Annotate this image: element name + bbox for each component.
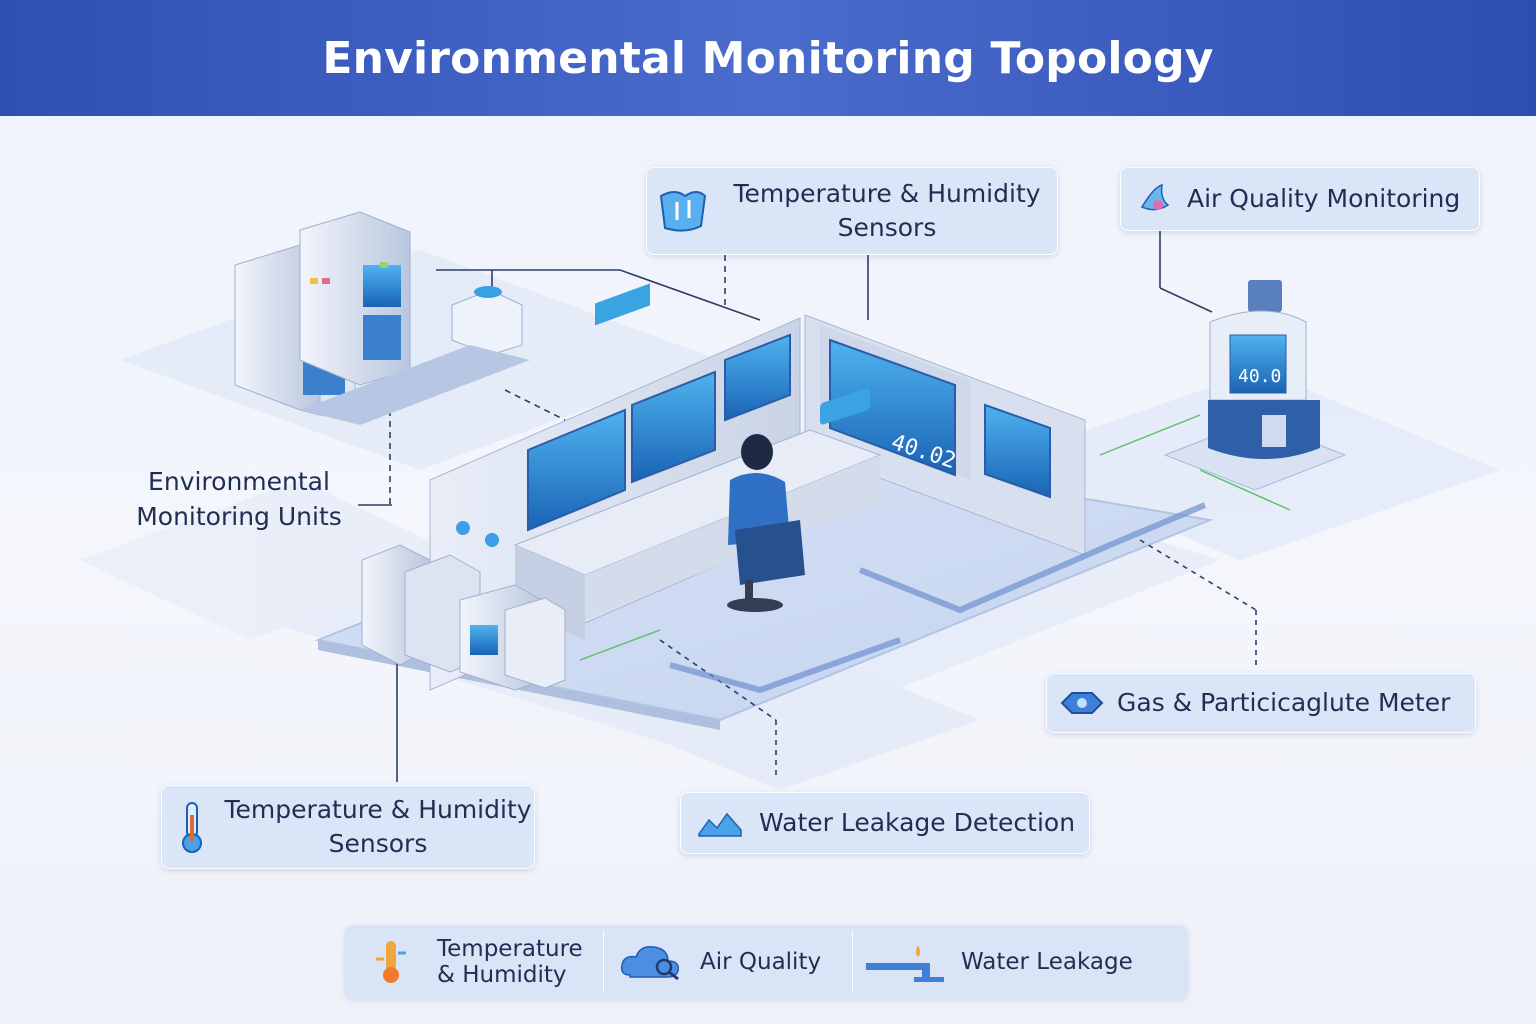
tower-screen-readout: 40.0 <box>1238 366 1281 387</box>
gas-meter-label: Gas & Particicaglute Meter <box>1117 688 1451 717</box>
temp-bottom-line2: Sensors <box>328 829 428 858</box>
callout-water-leakage: Water Leakage Detection <box>680 792 1090 854</box>
operator-figure <box>727 434 805 612</box>
sensor-equipment-racks <box>361 521 566 691</box>
topology-illustration: 40.02 40.0 <box>80 211 1500 790</box>
gas-sensor-icon <box>1047 688 1117 718</box>
floor-pipes <box>669 502 1207 694</box>
water-leakage-label: Water Leakage Detection <box>759 808 1076 837</box>
legend-temp-line2: & Humidity <box>437 961 567 988</box>
legend-temp-line1: Temperature <box>437 935 583 962</box>
air-quality-label: Air Quality Monitoring <box>1187 184 1461 213</box>
page-title: Environmental Monitoring Topology <box>322 32 1214 84</box>
legend-bar: Temperature & Humidity Air Quality Water… <box>345 925 1188 998</box>
temp-bottom-line1: Temperature & Humidity <box>224 795 532 824</box>
droplet-icon <box>647 186 717 236</box>
environmental-monitoring-units-label: Environmental Monitoring Units <box>128 464 350 534</box>
env-units-line2: Monitoring Units <box>136 502 342 531</box>
legend-divider <box>603 930 604 993</box>
green-cables <box>579 414 1291 661</box>
legend-divider <box>852 930 853 993</box>
air-quality-tower <box>1163 280 1347 491</box>
callout-air-quality: Air Quality Monitoring <box>1120 167 1480 231</box>
water-leak-sensor <box>820 388 870 425</box>
callout-gas-meter: Gas & Particicaglute Meter <box>1046 673 1476 733</box>
legend-air-label: Air Quality <box>700 948 822 975</box>
env-units-line1: Environmental <box>148 467 330 496</box>
legend-water-leakage: Water Leakage <box>853 925 1188 998</box>
thermometer-icon <box>345 939 437 985</box>
temp-top-line1: Temperature & Humidity <box>733 179 1041 208</box>
environmental-monitoring-units <box>234 211 530 425</box>
legend-air-quality: Air Quality <box>604 925 852 998</box>
temp-top-line2: Sensors <box>837 213 937 242</box>
molecule-icon <box>1121 181 1187 217</box>
cloud-icon <box>604 943 700 981</box>
legend-temp-humidity: Temperature & Humidity <box>345 925 603 998</box>
faucet-icon <box>853 941 961 983</box>
thermometer-icon <box>162 799 222 855</box>
title-bar: Environmental Monitoring Topology <box>0 0 1536 116</box>
wave-icon <box>681 808 759 838</box>
callout-temp-humidity-bottom: Temperature & Humidity Sensors <box>161 785 535 869</box>
callout-temp-humidity-top: Temperature & Humidity Sensors <box>646 167 1058 255</box>
legend-water-label: Water Leakage <box>961 948 1133 975</box>
